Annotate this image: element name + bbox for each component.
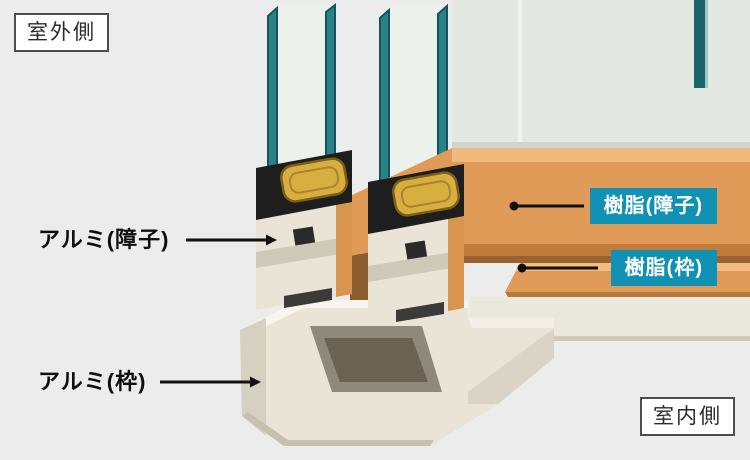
leader-dot-resin-sash <box>509 201 519 211</box>
sash-resin-cap <box>448 212 464 311</box>
glass-back-sheet <box>452 0 750 150</box>
resin-frame-label: 樹脂(枠) <box>610 250 717 286</box>
glazing-gasket-outer <box>256 150 352 220</box>
glazing-unit-inner <box>379 3 448 183</box>
glazing-air-gap <box>389 6 439 182</box>
indoor-side-box: 室内側 <box>640 397 735 436</box>
glazing-gasket-inner <box>368 164 464 234</box>
aluminum-sash-label: アルミ(障子) <box>38 227 170 252</box>
glazing-unit-outer <box>267 2 336 171</box>
glass-pane <box>325 2 336 171</box>
aluminum-frame-body <box>240 300 554 446</box>
outdoor-side-box: 室外側 <box>14 13 109 52</box>
glass-pane <box>379 7 390 183</box>
leader-arrow-aluminum-frame <box>250 376 261 388</box>
glazing-bead <box>280 157 348 203</box>
leader-arrow-aluminum-sash <box>266 234 277 246</box>
leader-lines <box>160 201 598 388</box>
leader-dot-resin-frame <box>517 263 527 273</box>
glazing-air-gap <box>277 6 327 168</box>
glass-pane <box>267 5 278 171</box>
aluminum-frame-label: アルミ(枠) <box>38 369 147 394</box>
glass-back-edge <box>694 0 705 88</box>
aluminum-sash-profile-inner <box>368 212 464 324</box>
aluminum-sash-profile-outer <box>256 198 352 310</box>
resin-sash-label: 樹脂(障子) <box>589 188 717 224</box>
glazing-bead <box>392 171 460 217</box>
sash-resin-cap <box>336 198 352 297</box>
